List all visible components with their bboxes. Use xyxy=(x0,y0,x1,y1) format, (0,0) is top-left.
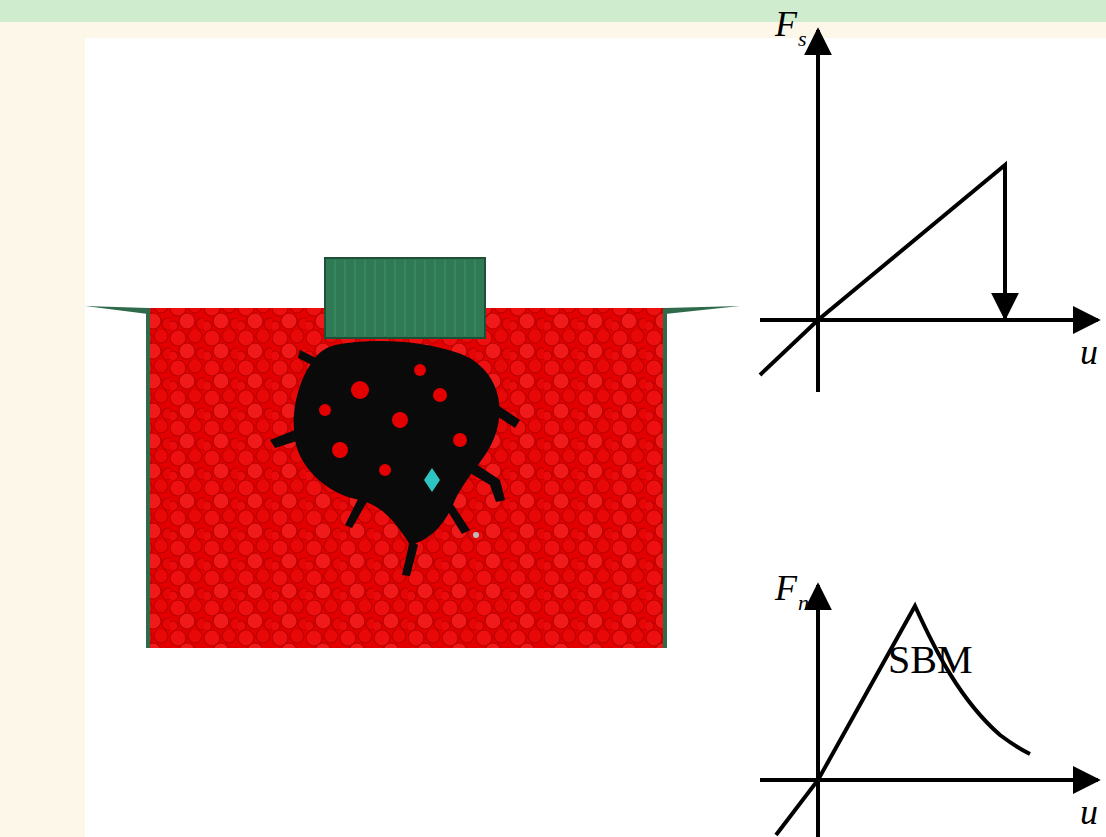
right-wall xyxy=(663,308,667,648)
model-name: SBM xyxy=(888,640,973,680)
panel xyxy=(85,38,1106,837)
axis-label: u xyxy=(1080,334,1098,370)
indenter-shading xyxy=(335,260,475,336)
indenter xyxy=(325,258,485,338)
shear-plot xyxy=(760,30,1098,392)
top-band xyxy=(0,0,1106,22)
left-wall xyxy=(146,308,150,648)
crack-zone xyxy=(270,341,520,576)
axis-label: u xyxy=(1080,794,1098,830)
right-flange xyxy=(665,306,740,314)
left-flange xyxy=(85,306,148,314)
axis-subscript: s xyxy=(798,28,807,50)
grey-particle xyxy=(473,532,479,538)
cyan-particle xyxy=(424,468,440,492)
particle-assembly xyxy=(148,308,665,648)
axis-subscript: n xyxy=(798,592,809,614)
crack-gaps xyxy=(319,364,467,476)
axis-label: F xyxy=(775,6,797,42)
normal-plot xyxy=(760,585,1098,837)
axis-label: F xyxy=(775,570,797,606)
